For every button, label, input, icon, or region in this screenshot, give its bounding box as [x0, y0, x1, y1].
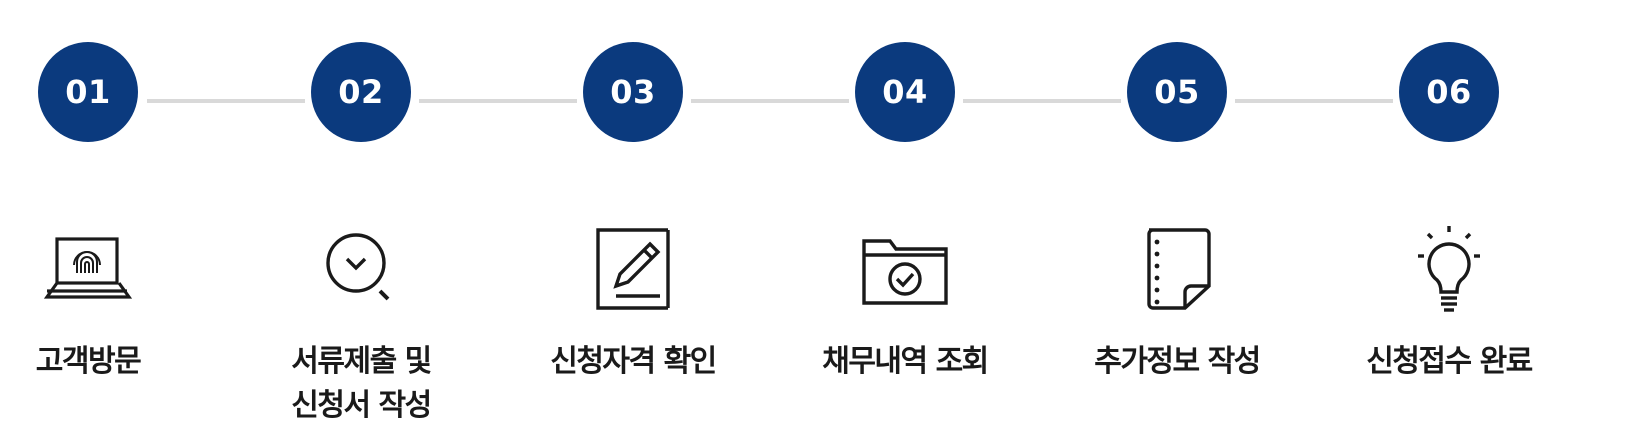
step-number-badge: 05 [1127, 42, 1227, 142]
step-connector [691, 99, 849, 103]
process-step-4: 04 채무내역 조회 [785, 0, 1025, 437]
process-step-6: 06 신청접수 완료 [1329, 0, 1569, 437]
folder-check-icon [855, 224, 955, 314]
laptop-fingerprint-icon [38, 224, 138, 314]
step-number-badge: 04 [855, 42, 955, 142]
step-connector [963, 99, 1121, 103]
step-label: 추가정보 작성 [1094, 344, 1261, 379]
step-label: 신청자격 확인 [550, 344, 717, 379]
step-label: 고객방문 [35, 344, 142, 379]
step-number-badge: 02 [311, 42, 411, 142]
lightbulb-icon [1399, 224, 1499, 314]
step-number-badge: 01 [38, 42, 138, 142]
process-step-2: 02 서류제출 및 신청서 작성 [241, 0, 481, 437]
notepad-icon [1127, 224, 1227, 314]
step-connector [419, 99, 577, 103]
process-step-3: 03 신청자격 확인 [513, 0, 753, 437]
process-step-1: 01 고객방문 [0, 0, 208, 437]
step-label: 채무내역 조회 [822, 344, 989, 379]
process-step-5: 05 추가정보 작성 [1057, 0, 1297, 437]
step-label: 신청접수 완료 [1366, 344, 1533, 379]
step-connector [147, 99, 305, 103]
step-connector [1235, 99, 1393, 103]
step-number-badge: 03 [583, 42, 683, 142]
step-number-badge: 06 [1399, 42, 1499, 142]
step-label: 서류제출 및 신청서 작성 [291, 344, 432, 423]
magnifier-check-icon [311, 224, 411, 314]
document-pencil-icon [583, 224, 683, 314]
